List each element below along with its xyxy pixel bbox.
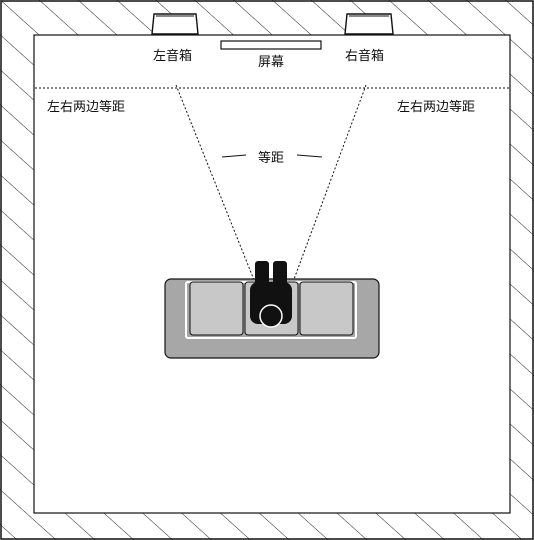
room-floor [33,34,511,514]
right-speaker-label: 右音箱 [345,48,384,64]
equidistant-dash-left [221,154,247,158]
side-right-label: 左右两边等距 [397,99,475,115]
screen [220,40,322,50]
right-speaker [344,13,394,35]
screen-label: 屏幕 [258,55,284,70]
sofa-cushion-left [189,281,244,336]
sofa-cushion-right [299,281,354,336]
left-speaker-label: 左音箱 [153,48,192,64]
equidistant-dash-right [296,154,323,158]
left-speaker [151,13,199,35]
equidistant-label: 等距 [258,150,284,166]
listener-icon [250,261,292,328]
side-left-label: 左右两边等距 [47,99,125,115]
right-listening-line [289,84,367,291]
left-listening-line [175,84,259,291]
